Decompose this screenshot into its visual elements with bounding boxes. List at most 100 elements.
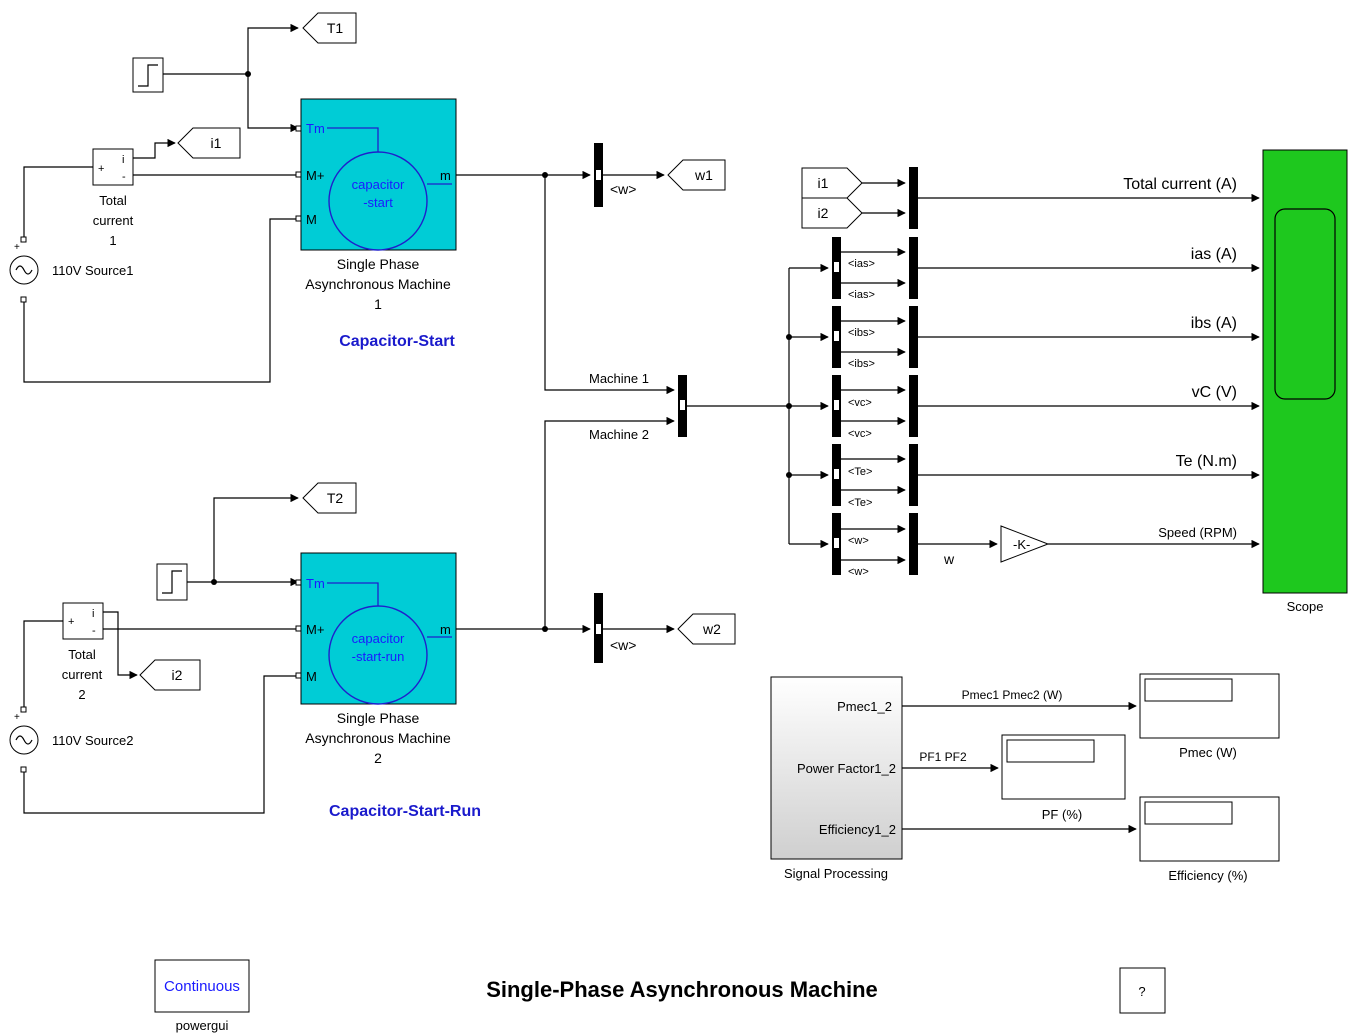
display-pf[interactable] [1001, 734, 1126, 800]
svg-text:i1: i1 [818, 175, 829, 191]
svg-text:Tm: Tm [306, 576, 325, 591]
goto-tag-t1[interactable]: T1 [302, 12, 357, 44]
selector-te[interactable] [832, 444, 841, 506]
selector-ias[interactable] [832, 237, 841, 299]
signal-total-current: Total current (A) [1123, 176, 1237, 193]
signal-processing-name: Signal Processing [784, 866, 888, 881]
svg-text:M+: M+ [306, 622, 324, 637]
display-efficiency-name: Efficiency (%) [1168, 868, 1247, 883]
goto-tag-i2[interactable]: i2 [139, 659, 201, 691]
display-pmec-name: Pmec (W) [1179, 745, 1237, 760]
machine-2-name-line3: 2 [374, 750, 382, 766]
mux-vc[interactable] [909, 375, 918, 437]
svg-text:M+: M+ [306, 168, 324, 183]
selector-vc[interactable] [832, 375, 841, 437]
selector-ibs[interactable] [832, 306, 841, 368]
machine-1-name-line2: Asynchronous Machine [305, 276, 451, 292]
source-1-name: 110V Source1 [52, 263, 133, 278]
svg-text:<vc>: <vc> [848, 397, 872, 409]
single-phase-machine-2[interactable]: Tm M+ M m capacitor -start-run [295, 552, 457, 705]
signal-te: Te (N.m) [1176, 453, 1237, 470]
display-pf-name: PF (%) [1042, 807, 1082, 822]
selector-w[interactable] [832, 513, 841, 575]
svg-text:Efficiency1_2: Efficiency1_2 [819, 822, 896, 837]
svg-text:capacitor: capacitor [352, 177, 405, 192]
ac-voltage-source-1[interactable] [9, 236, 39, 303]
bus-selector-2[interactable] [594, 593, 603, 663]
step-block-1[interactable] [132, 57, 164, 93]
goto-tag-w2[interactable]: w2 [677, 613, 736, 645]
step-block-2[interactable] [156, 563, 188, 601]
svg-text:Power Factor1_2: Power Factor1_2 [797, 761, 896, 776]
svg-text:i2: i2 [818, 205, 829, 221]
machine-2-caption: Capacitor-Start-Run [329, 803, 481, 820]
page-title: Single-Phase Asynchronous Machine [486, 977, 878, 1002]
mux-te[interactable] [909, 444, 918, 506]
current-meter-2-name-line2: current [62, 667, 103, 682]
svg-text:+: + [68, 616, 74, 628]
svg-text:<ias>: <ias> [848, 289, 875, 301]
signal-vc: vC (V) [1192, 384, 1237, 401]
svg-text:Continuous: Continuous [164, 978, 240, 995]
mux-ibs[interactable] [909, 306, 918, 368]
goto-t1-label: T1 [327, 20, 344, 36]
svg-text:<ibs>: <ibs> [848, 358, 875, 370]
powergui-name: powergui [176, 1018, 229, 1033]
svg-text:?: ? [1138, 984, 1145, 999]
current-meter-2-name-line1: Total [68, 647, 96, 662]
help-button[interactable]: ? [1119, 967, 1166, 1014]
signal-pmec: Pmec1 Pmec2 (W) [962, 688, 1063, 702]
svg-text:Pmec1_2: Pmec1_2 [837, 699, 892, 714]
current-meter-1-name-line2: current [93, 213, 134, 228]
from-tag-i2[interactable]: i2 [801, 197, 863, 229]
mux-ias[interactable] [909, 237, 918, 299]
machine-1-name-line3: 1 [374, 296, 382, 312]
goto-tag-i1[interactable]: i1 [177, 127, 241, 159]
svg-text:-start: -start [363, 195, 393, 210]
svg-text:+: + [14, 712, 20, 723]
svg-text:M: M [306, 212, 317, 227]
bus-label-machine-1: Machine 1 [589, 371, 649, 386]
goto-tag-t2[interactable]: T2 [302, 482, 357, 514]
bus-selector-1[interactable] [594, 143, 603, 207]
display-efficiency[interactable] [1139, 796, 1280, 862]
current-measurement-2[interactable]: + i - [62, 602, 104, 640]
svg-text:+: + [14, 242, 20, 253]
mux-current[interactable] [909, 167, 918, 229]
bus-label-machine-2: Machine 2 [589, 427, 649, 442]
svg-text:Tm: Tm [306, 121, 325, 136]
svg-text:capacitor: capacitor [352, 631, 405, 646]
svg-text:-: - [92, 625, 96, 637]
current-meter-2-name-line3: 2 [78, 687, 85, 702]
mux-w[interactable] [909, 513, 918, 575]
svg-text:<vc>: <vc> [848, 428, 872, 440]
svg-text:i2: i2 [172, 667, 183, 683]
scope-block[interactable] [1262, 149, 1348, 594]
svg-text:w1: w1 [694, 167, 713, 183]
bus-creator[interactable] [678, 375, 687, 437]
gain-block[interactable]: -K- [1000, 525, 1050, 563]
svg-text:M: M [306, 669, 317, 684]
svg-text:-start-run: -start-run [352, 649, 405, 664]
powergui-block[interactable]: Continuous [154, 959, 250, 1013]
svg-text:+: + [98, 163, 104, 175]
svg-text:<ibs>: <ibs> [848, 327, 875, 339]
svg-text:<w>: <w> [610, 637, 636, 653]
svg-text:<Te>: <Te> [848, 466, 872, 478]
svg-text:m: m [440, 622, 451, 637]
current-measurement-1[interactable]: + i - [92, 148, 134, 186]
svg-text:<w>: <w> [610, 181, 636, 197]
svg-text:<w>: <w> [848, 535, 869, 547]
signal-processing-block[interactable]: Pmec1_2 Power Factor1_2 Efficiency1_2 [770, 676, 903, 860]
from-tag-i1[interactable]: i1 [801, 167, 863, 199]
scope-name: Scope [1287, 599, 1324, 614]
svg-text:m: m [440, 168, 451, 183]
svg-text:T2: T2 [327, 490, 344, 506]
single-phase-machine-1[interactable]: Tm M+ M m capacitor -start [295, 98, 457, 251]
display-pmec[interactable] [1139, 673, 1280, 739]
svg-text:<w>: <w> [848, 566, 869, 578]
svg-text:i: i [92, 608, 94, 620]
goto-tag-w1[interactable]: w1 [667, 159, 726, 191]
svg-text:i1: i1 [211, 135, 222, 151]
svg-text:<ias>: <ias> [848, 258, 875, 270]
